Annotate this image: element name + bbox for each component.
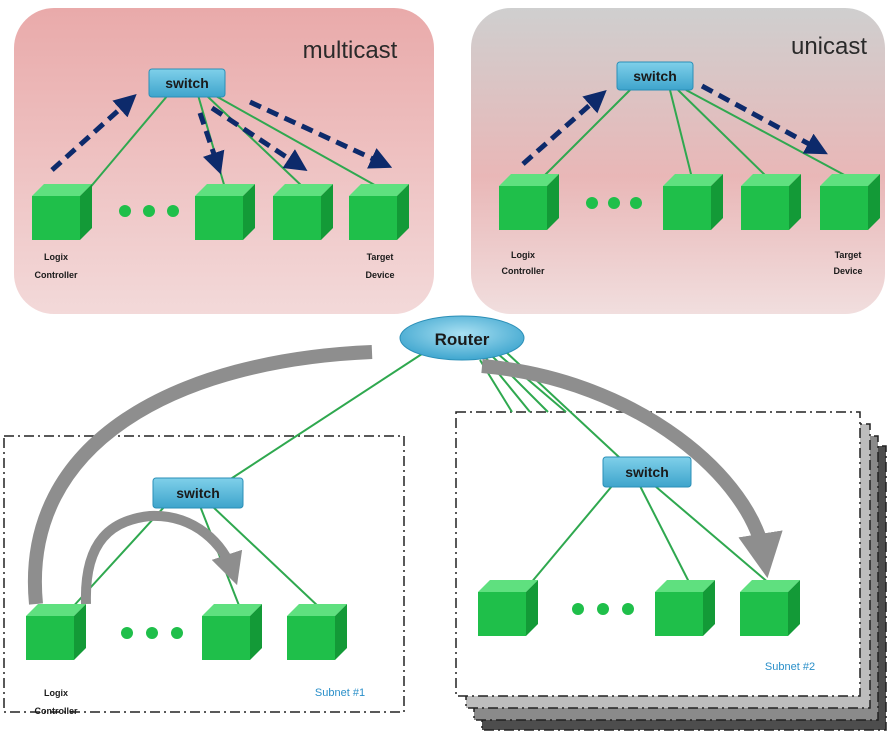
subnet2-contents: switch Subnet #2 bbox=[478, 456, 815, 673]
multicast-controller-label-2: Controller bbox=[34, 270, 77, 280]
unicast-links bbox=[539, 89, 851, 181]
multicast-controller-device bbox=[32, 184, 92, 240]
multicast-panel: multicast switch Logix Controller Target bbox=[14, 8, 434, 314]
multicast-switch bbox=[148, 68, 226, 98]
unicast-ellipsis bbox=[586, 197, 642, 209]
unicast-controller-device bbox=[499, 174, 559, 230]
router-to-subnet2-arc bbox=[481, 359, 783, 579]
subnet1-switch-label: switch bbox=[176, 485, 220, 501]
subnet2-device-3 bbox=[740, 580, 800, 636]
router: Router bbox=[399, 315, 525, 361]
subnet1-switch bbox=[152, 477, 244, 509]
subnet2-ellipsis bbox=[572, 603, 634, 615]
unicast-target-label-1: Target bbox=[835, 250, 862, 260]
multicast-device-2 bbox=[273, 184, 333, 240]
multicast-switch-label: switch bbox=[165, 75, 209, 91]
subnet1-controller-label-1: Logix bbox=[44, 688, 68, 698]
subnet2-switch-label: switch bbox=[625, 464, 669, 480]
unicast-device-1 bbox=[663, 174, 723, 230]
subnet1-contents: switch Logix Controller Subnet #1 bbox=[26, 477, 365, 716]
multicast-controller-label-1: Logix bbox=[44, 252, 68, 262]
subnet2-device-2 bbox=[655, 580, 715, 636]
controller-to-router-arc bbox=[27, 345, 373, 605]
unicast-arrows bbox=[521, 83, 828, 166]
unicast-background bbox=[471, 8, 885, 314]
unicast-target-label-2: Device bbox=[833, 266, 862, 276]
subnet2-label: Subnet #2 bbox=[765, 661, 815, 673]
subnet1-device-2 bbox=[287, 604, 347, 660]
unicast-target-device bbox=[820, 174, 880, 230]
unicast-controller-label-2: Controller bbox=[501, 266, 544, 276]
unicast-controller-label-1: Logix bbox=[511, 250, 535, 260]
multicast-arrows bbox=[50, 93, 393, 175]
multicast-target-device bbox=[349, 184, 409, 240]
multicast-ellipsis bbox=[119, 205, 179, 217]
subnet1-label: Subnet #1 bbox=[315, 687, 365, 699]
router-label: Router bbox=[435, 330, 490, 349]
multicast-target-label-2: Device bbox=[365, 270, 394, 280]
subnet1-controller-device bbox=[26, 604, 86, 660]
multicast-device-1 bbox=[195, 184, 255, 240]
subnet1-ellipsis bbox=[121, 627, 183, 639]
subnet2-switch bbox=[602, 456, 692, 488]
router-shape bbox=[399, 315, 525, 361]
multicast-title: multicast bbox=[303, 37, 398, 64]
unicast-switch-label: switch bbox=[633, 68, 677, 84]
unicast-title: unicast bbox=[791, 33, 867, 60]
unicast-device-2 bbox=[741, 174, 801, 230]
routed-arrows bbox=[27, 345, 783, 605]
subnet1-controller-label-2: Controller bbox=[34, 706, 77, 716]
subnet2-box bbox=[455, 411, 861, 697]
multicast-target-label-1: Target bbox=[367, 252, 394, 262]
subnet1-device-1 bbox=[202, 604, 262, 660]
subnet1-local-arc bbox=[80, 510, 243, 605]
unicast-panel: unicast switch Logix Controller Target D… bbox=[471, 8, 885, 314]
unicast-switch bbox=[616, 61, 694, 91]
subnet2-device-1 bbox=[478, 580, 538, 636]
